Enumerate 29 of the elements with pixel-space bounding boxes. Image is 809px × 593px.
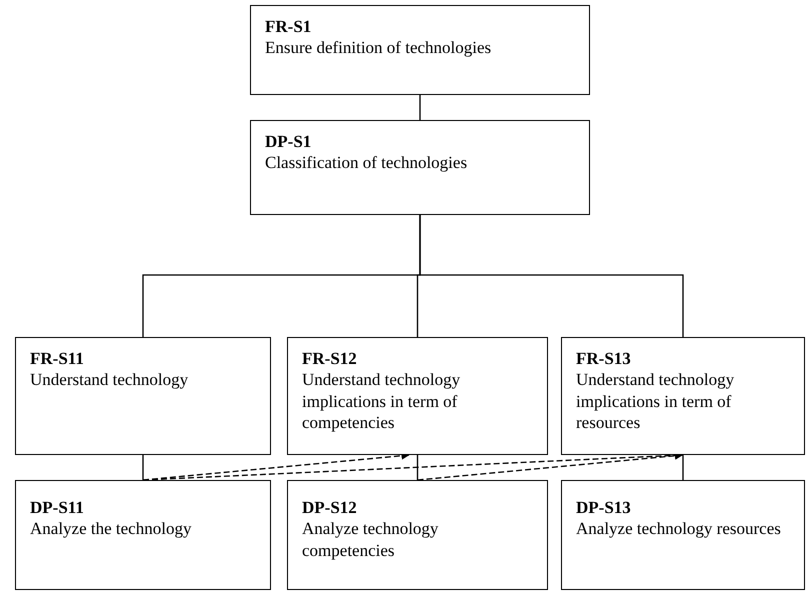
- connector-line: [682, 455, 684, 480]
- requirement-box: [287, 337, 548, 455]
- requirement-box: [15, 337, 271, 455]
- box-heading: FR-S13: [576, 348, 632, 370]
- connector-line: [419, 215, 684, 337]
- box-heading: FR-S1: [265, 16, 312, 38]
- requirement-box: [561, 480, 805, 590]
- connector-line: [416, 455, 418, 480]
- box-description: Analyze technology competencies: [302, 518, 440, 561]
- box-description: Classification of technologies: [265, 152, 468, 174]
- box-description: Understand technology implications in term of resources: [576, 369, 736, 433]
- box-heading: DP-S13: [576, 497, 632, 518]
- box-description: Analyze technology resources: [576, 518, 782, 540]
- connector-line: [142, 455, 144, 480]
- connector-line: [419, 95, 421, 120]
- box-description: Understand technology implications in term of competencies: [302, 369, 462, 433]
- box-heading: FR-S11: [30, 348, 85, 370]
- requirement-box: [15, 480, 271, 590]
- box-heading: DP-S12: [302, 497, 358, 518]
- requirement-box: [250, 5, 590, 95]
- box-heading: FR-S12: [302, 348, 358, 370]
- box-heading: DP-S11: [30, 497, 85, 518]
- box-description: Understand technology: [30, 369, 190, 390]
- box-description: Ensure definition of technologies: [265, 37, 492, 58]
- requirement-box: [250, 120, 590, 215]
- requirement-box: [561, 337, 805, 455]
- box-heading: DP-S1: [265, 131, 312, 152]
- requirement-box: [287, 480, 548, 590]
- box-description: Analyze the technology: [30, 518, 192, 540]
